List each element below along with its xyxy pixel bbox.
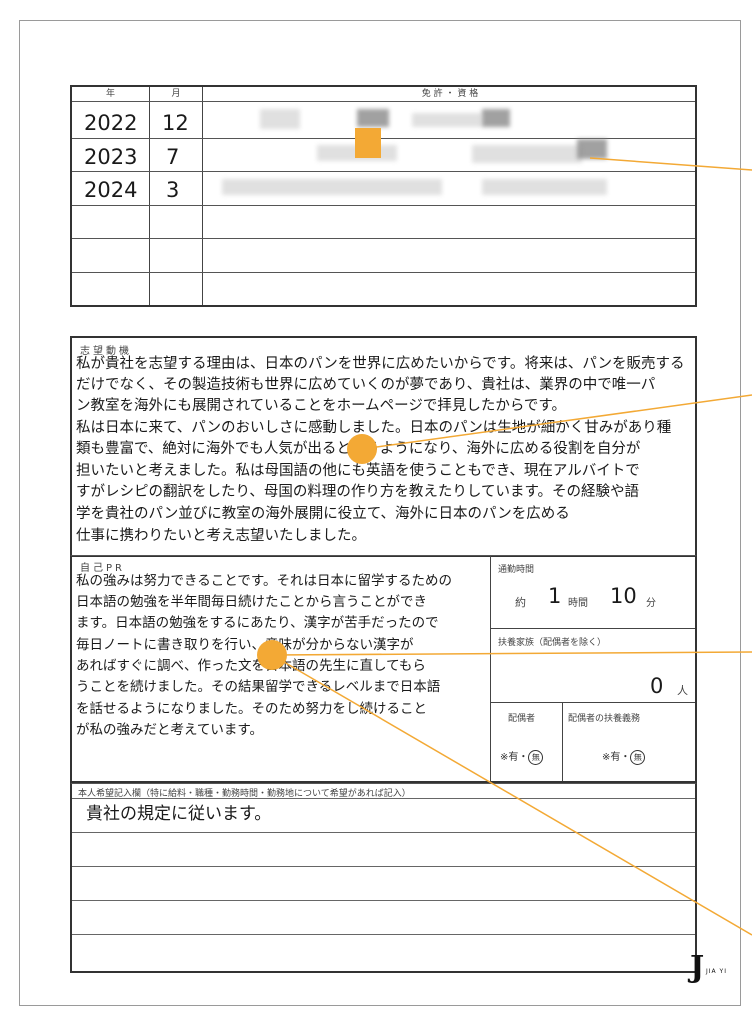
request-text: 貴社の規定に従います。: [86, 804, 272, 824]
logo-text: JIA YI: [706, 968, 727, 975]
row-divider: [72, 101, 695, 102]
commute-minutes: 10: [610, 584, 637, 608]
redacted-text: [260, 109, 300, 129]
spouse-option-text: ※有・: [500, 752, 529, 763]
spouse-selected: 無: [528, 750, 544, 765]
row-divider: [72, 272, 695, 273]
commute-hours: 1: [548, 584, 562, 608]
license-month: 7: [166, 145, 180, 169]
logo-mark: J: [690, 950, 705, 985]
row-divider: [72, 832, 695, 833]
motivation-line: 私は日本に来て、パンのおいしさに感動しました。日本のパンは生地が細かく甘みがあり…: [76, 420, 672, 436]
license-header: 免 許 ・ 資 格: [421, 89, 479, 99]
request-box: 本人希望記入欄（特に給料・職種・勤務時間・勤務地について希望があれば記入） 貴社…: [70, 783, 697, 973]
motivation-line: すがレシピの翻訳をしたり、母国の料理の作り方を教えたりしています。その経験や語: [76, 484, 640, 500]
license-table: 年 月 免 許 ・ 資 格 2022 12 2023 7 2024 3: [70, 85, 697, 307]
self-pr-line: 毎日ノートに書き取りを行い、意味が分からない漢字が: [76, 637, 414, 653]
self-pr-line: が私の強みだと考えています。: [76, 722, 263, 738]
license-year: 2022: [84, 111, 138, 135]
row-divider: [72, 934, 695, 935]
row-divider: [490, 628, 695, 629]
row-divider: [72, 798, 695, 799]
commute-minutes-unit: 分: [646, 598, 656, 609]
column-divider: [149, 87, 150, 305]
redacted-text: [482, 109, 510, 127]
month-header: 月: [171, 89, 181, 99]
redacted-text: [412, 113, 482, 127]
row-divider: [72, 171, 695, 172]
brand-logo: J JIA YI: [690, 950, 738, 990]
request-label: 本人希望記入欄（特に給料・職種・勤務時間・勤務地について希望があれば記入）: [78, 789, 411, 799]
dependents-value: 0: [650, 674, 664, 698]
row-divider: [490, 702, 695, 703]
spouse-options: ※有・無: [500, 748, 544, 765]
motivation-line: 仕事に携わりたいと考え志望いたしました。: [76, 528, 366, 544]
redacted-text: [222, 179, 442, 195]
motivation-line: だけでなく、その製造技術も世界に広めていくのが夢であり、貴社は、業界の中で唯一パ: [76, 377, 656, 393]
self-pr-line: あればすぐに調べ、作った文を日本語の先生に直してもら: [76, 658, 426, 674]
self-pr-line: 私の強みは努力できることです。それは日本に留学するための: [76, 573, 452, 589]
spouse-support-label: 配偶者の扶養義務: [568, 714, 641, 724]
self-pr-box: 自己PR 私の強みは努力できることです。それは日本に留学するための 日本語の勉強…: [70, 555, 697, 783]
motivation-label: 志望動機: [80, 346, 132, 357]
callout-dot: [347, 434, 377, 464]
license-year: 2023: [84, 145, 138, 169]
dependents-unit: 人: [677, 684, 688, 697]
redacted-text: [357, 109, 389, 127]
self-pr-line: 日本語の勉強を半年間毎日続けたことから言うことができ: [76, 594, 427, 610]
motivation-line: ン教室を海外にも展開されていることをホームページで拝見したからです。: [76, 398, 566, 414]
motivation-line: 私が貴社を志望する理由は、日本のパンを世界に広めたいからです。将来は、パンを販売…: [76, 356, 685, 372]
redacted-text: [577, 139, 607, 159]
commute-label: 通勤時間: [498, 565, 535, 575]
spouse-support-options: ※有・無: [602, 748, 646, 765]
redacted-text: [482, 179, 607, 195]
self-pr-label: 自己PR: [80, 563, 125, 574]
column-divider: [562, 702, 563, 781]
callout-dot: [257, 640, 287, 670]
pr-divider: [490, 556, 491, 781]
motivation-box: 志望動機 私が貴社を志望する理由は、日本のパンを世界に広めたいからです。将来は、…: [70, 336, 697, 557]
row-divider: [72, 205, 695, 206]
commute-hours-unit: 時間: [568, 598, 588, 609]
highlight-marker: [355, 128, 381, 158]
redacted-text: [472, 145, 582, 163]
spouse-support-selected: 無: [630, 750, 646, 765]
self-pr-line: を話せるようになりました。そのため努力をし続けること: [76, 701, 427, 717]
row-divider: [72, 238, 695, 239]
license-year: 2024: [84, 178, 138, 202]
motivation-line: 担いたいと考えました。私は母国語の他にも英語を使うこともでき、現在アルバイトで: [76, 463, 640, 479]
dependents-label: 扶養家族（配偶者を除く）: [498, 638, 607, 648]
spouse-support-option-text: ※有・: [602, 752, 631, 763]
motivation-line: 学を貴社のパン並びに教室の海外展開に役立て、海外に日本のパンを広める: [76, 506, 570, 522]
row-divider: [72, 900, 695, 901]
year-header: 年: [105, 89, 115, 99]
commute-prefix: 約: [515, 596, 526, 609]
column-divider: [202, 87, 203, 305]
row-divider: [72, 138, 695, 139]
spouse-label: 配偶者: [508, 714, 536, 724]
self-pr-line: ます。日本語の勉強をするにあたり、漢字が苦手だったので: [76, 615, 439, 631]
license-month: 12: [162, 111, 189, 135]
row-divider: [72, 866, 695, 867]
license-month: 3: [166, 178, 180, 202]
self-pr-line: うことを続けました。その結果留学できるレベルまで日本語: [76, 679, 441, 695]
